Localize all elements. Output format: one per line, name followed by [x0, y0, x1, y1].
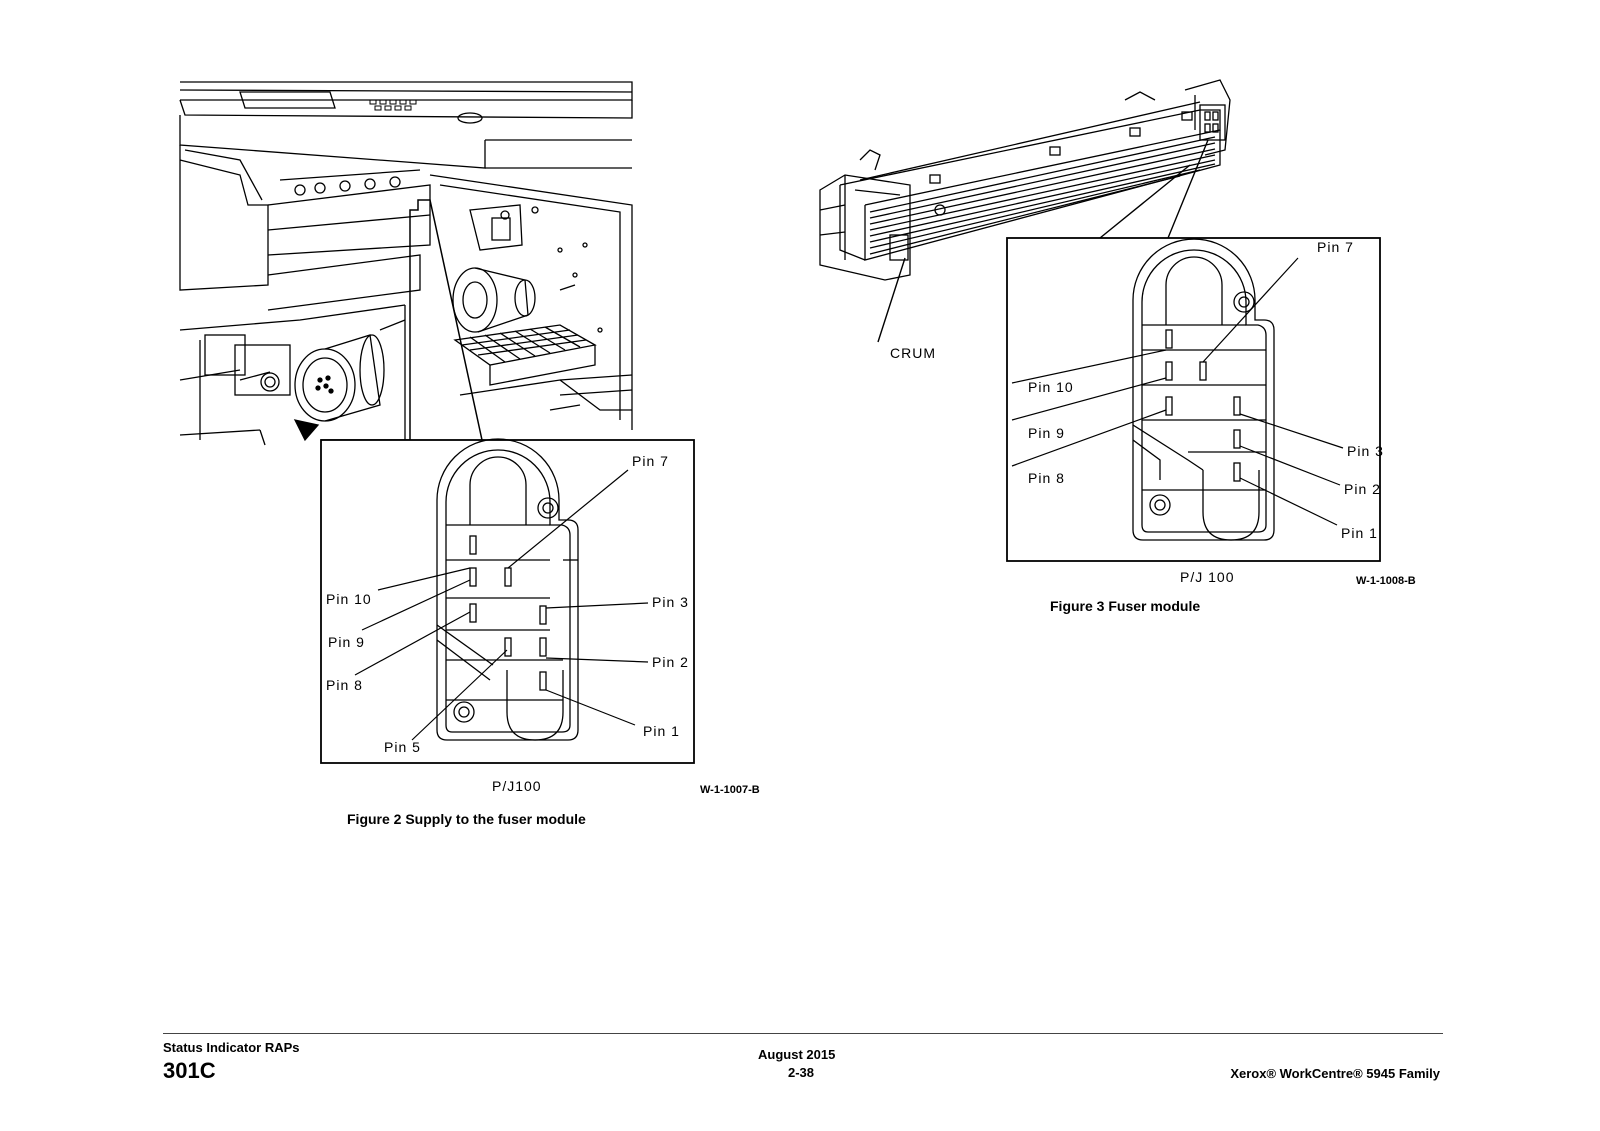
fig3-pin10-label: Pin 10 — [1028, 379, 1074, 395]
fig3-drawing-code: W-1-1008-B — [1356, 575, 1416, 587]
footer-date: August 2015 — [758, 1047, 836, 1062]
figure-2-caption: Figure 2 Supply to the fuser module — [347, 811, 586, 827]
footer-rule — [163, 1033, 1443, 1034]
fig3-pin9-label: Pin 9 — [1028, 425, 1065, 441]
fig2-pin5-label: Pin 5 — [384, 739, 421, 755]
fig2-connector-label: P/J100 — [492, 778, 542, 794]
fig2-pin2-label: Pin 2 — [652, 654, 689, 670]
fig3-pin8-label: Pin 8 — [1028, 470, 1065, 486]
fig3-crum-label: CRUM — [890, 345, 936, 361]
fig2-drawing-code: W-1-1007-B — [700, 784, 760, 796]
footer-rap-code: 301C — [163, 1058, 216, 1083]
footer-section-title: Status Indicator RAPs — [163, 1040, 300, 1055]
figure-3-illustration: CRUM Pin 7 Pin 10 Pin 9 Pin 8 Pin 3 Pin … — [819, 79, 1416, 587]
figure-2-illustration: Pin 7 Pin 10 Pin 9 Pin 8 Pin 5 Pin 3 Pin… — [179, 81, 760, 796]
fig2-pin3-label: Pin 3 — [652, 594, 689, 610]
fig2-pin1-label: Pin 1 — [643, 723, 680, 739]
footer-page-number: 2-38 — [788, 1065, 815, 1080]
fig3-connector-label: P/J 100 — [1180, 569, 1234, 585]
fig3-pin2-label: Pin 2 — [1344, 481, 1381, 497]
fig3-pin3-label: Pin 3 — [1347, 443, 1384, 459]
footer-product-name: Xerox® WorkCentre® 5945 Family — [1230, 1066, 1440, 1081]
fig3-pin1-label: Pin 1 — [1341, 525, 1378, 541]
fig2-pin10-label: Pin 10 — [326, 591, 372, 607]
fig2-pin8-label: Pin 8 — [326, 677, 363, 693]
figure-3-caption: Figure 3 Fuser module — [1050, 598, 1201, 614]
fig3-pin7-label: Pin 7 — [1317, 239, 1354, 255]
fig2-pin7-label: Pin 7 — [632, 453, 669, 469]
fig2-pin9-label: Pin 9 — [328, 634, 365, 650]
